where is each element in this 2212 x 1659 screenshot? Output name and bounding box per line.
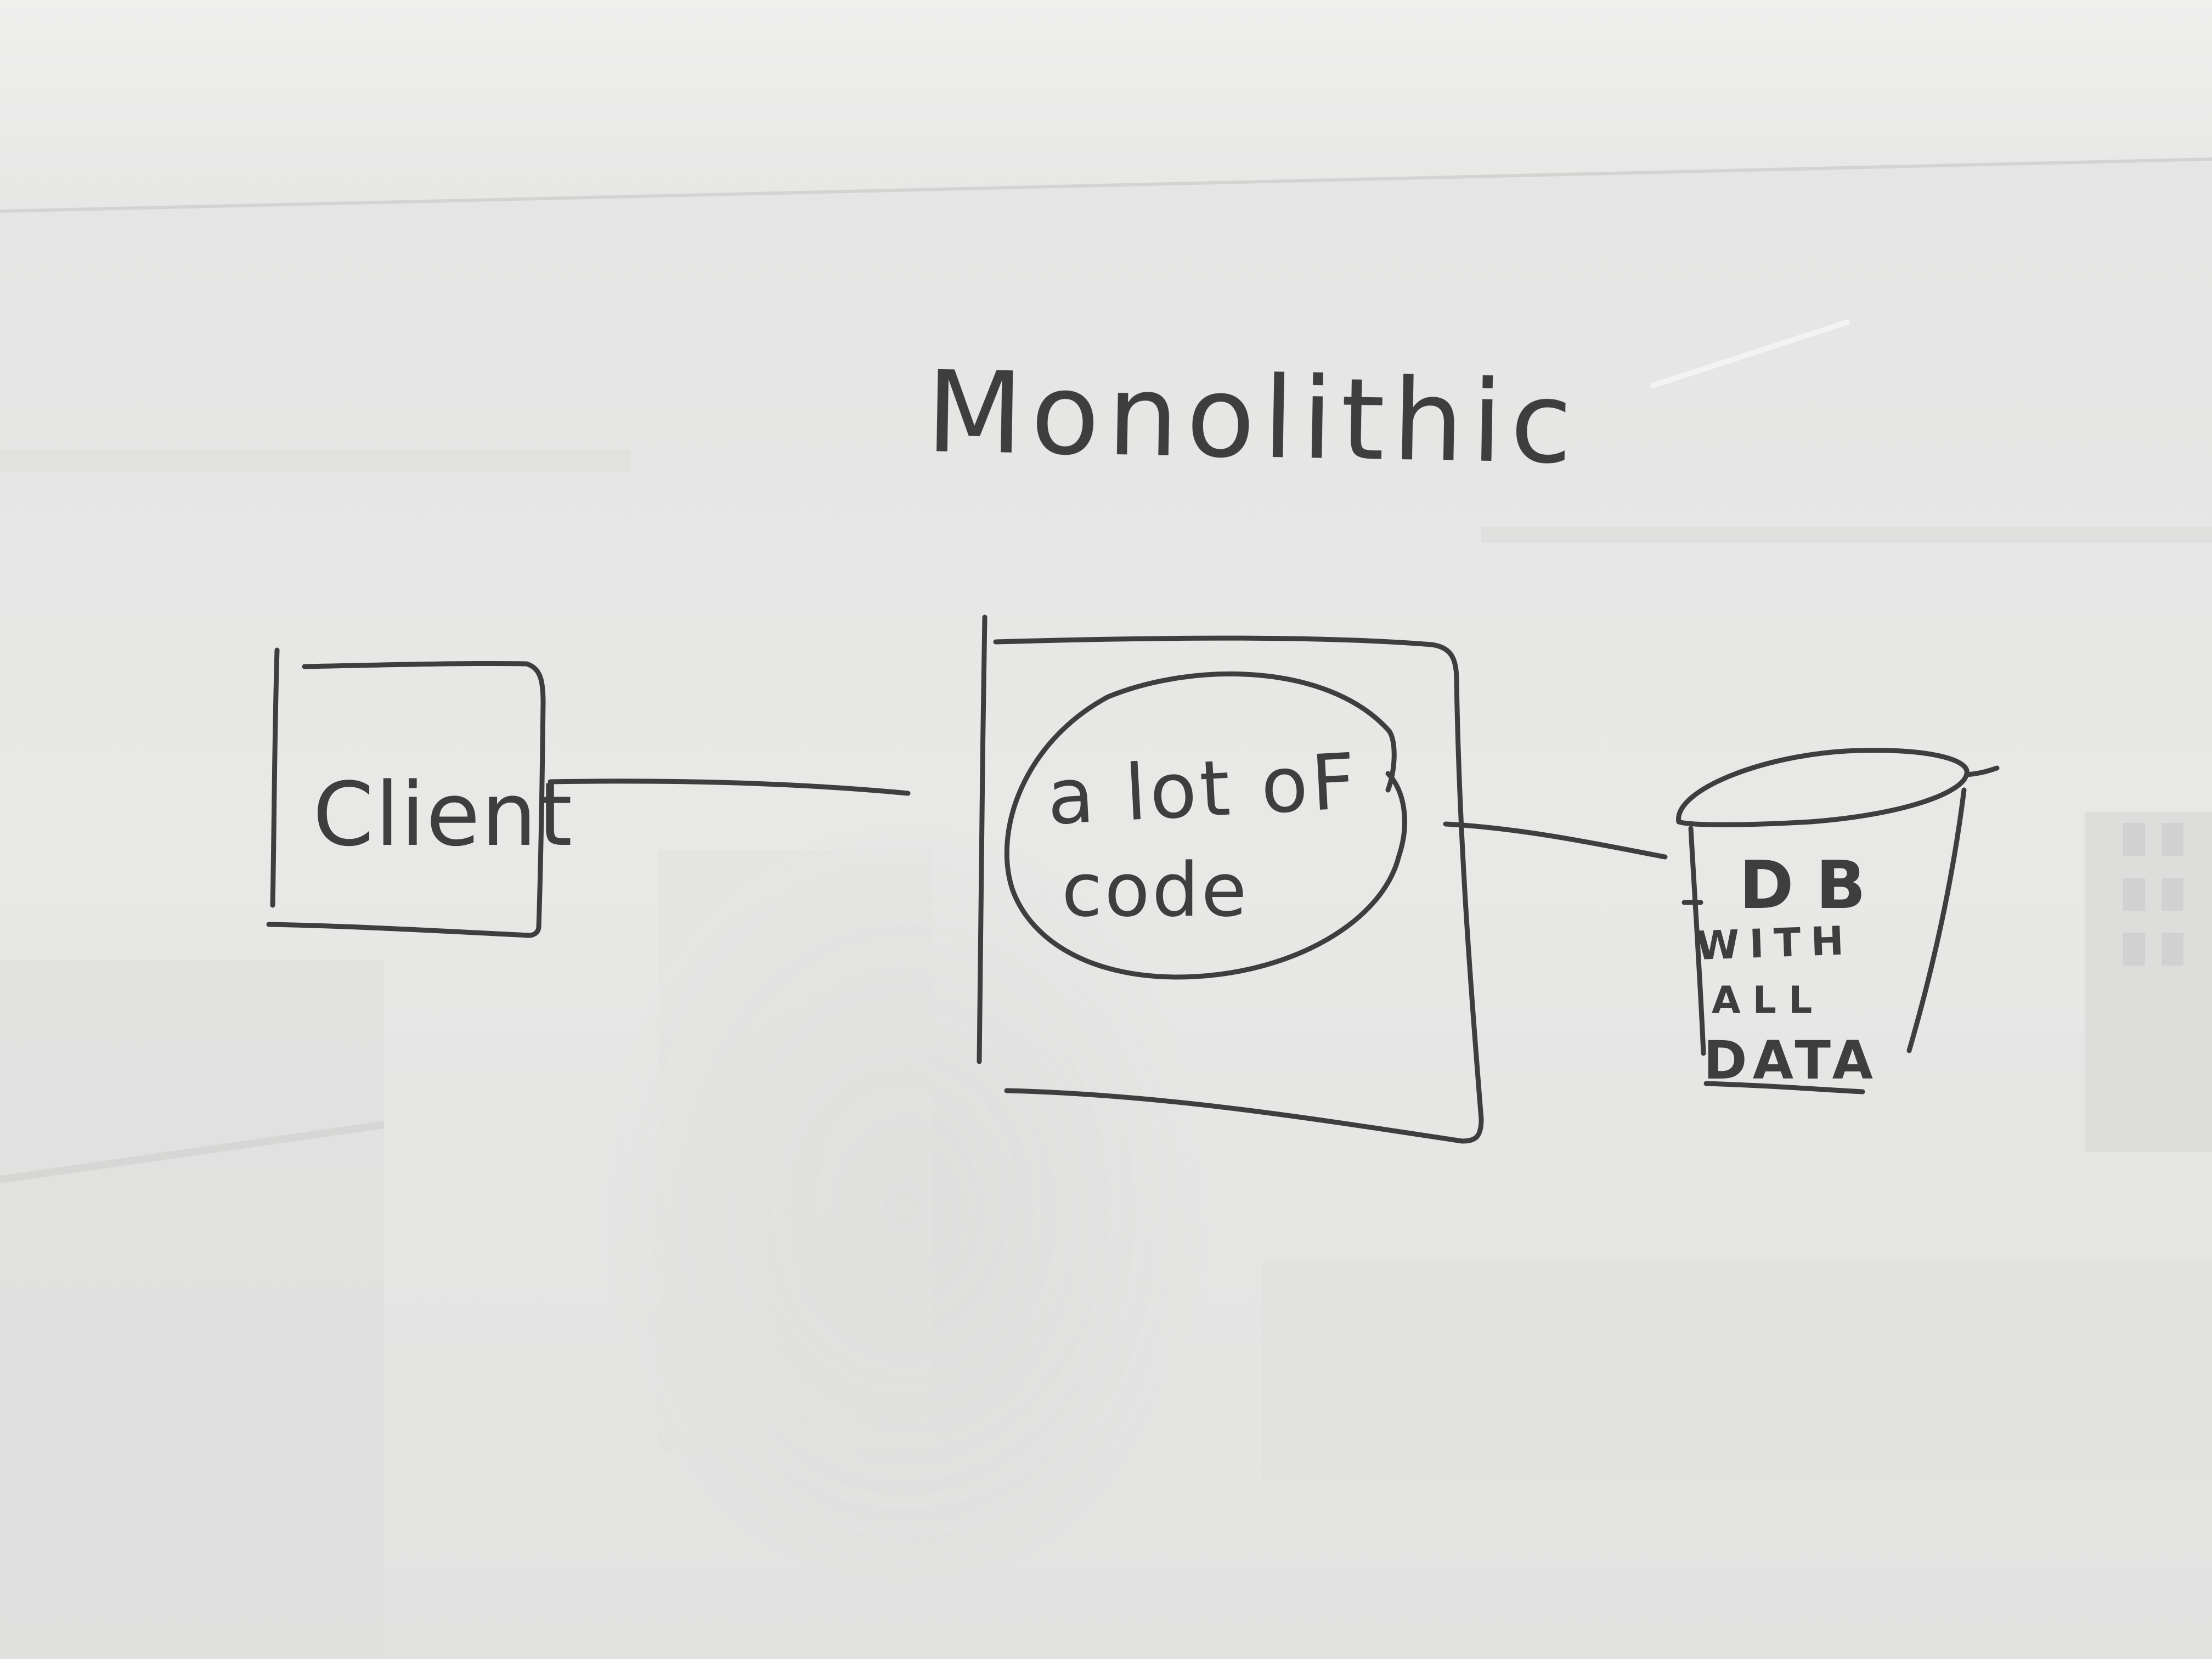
app-box [977, 614, 1484, 1144]
db-label-line4: DATA [1703, 1030, 1878, 1091]
app-label-line1: a lot oF [1045, 737, 1361, 843]
db-lip [1964, 765, 2000, 777]
code-ellipse [1004, 671, 1407, 980]
board-top-edge [0, 157, 2212, 213]
client-label: Client [313, 763, 574, 866]
client-box [266, 647, 546, 938]
app-label-line2: code [1062, 847, 1249, 933]
db-right-side [1906, 787, 1967, 1053]
db-label-line1: DB [1739, 848, 1888, 924]
db-label-line3: ALL [1712, 979, 1825, 1022]
client-box-bottom-stroke [266, 922, 532, 938]
client-box-left-stroke [270, 647, 280, 908]
office-reflection [0, 319, 2212, 1659]
app-box-left-stroke [977, 614, 988, 1064]
db-label-line2: WITH [1695, 917, 1855, 969]
client-box-top-stroke [302, 661, 546, 938]
app-box-bottom-stroke [1004, 1088, 1465, 1144]
app-db-connector [1443, 821, 1668, 860]
db-bottom-stroke [1703, 1081, 1865, 1094]
app-box-top-stroke [993, 635, 1484, 1144]
database-cylinder [1676, 748, 2000, 1094]
client-app-connector [548, 778, 911, 796]
db-left-side [1688, 826, 1706, 1056]
diagram-title: Monolithic [925, 347, 1581, 489]
